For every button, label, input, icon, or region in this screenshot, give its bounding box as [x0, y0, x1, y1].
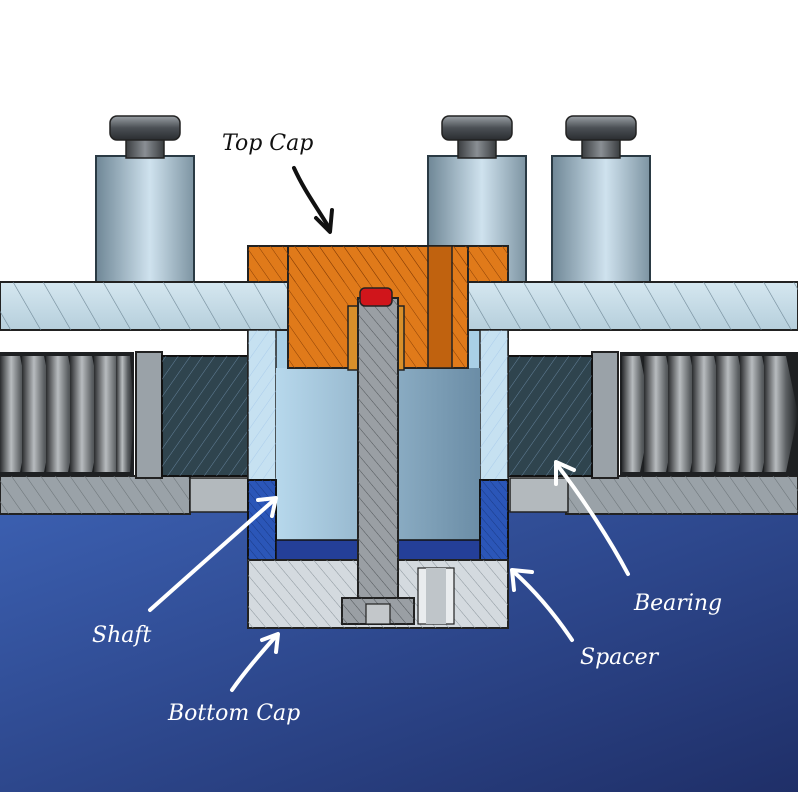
spacer-arrow-head — [510, 568, 534, 592]
label-spacer: Spacer — [580, 645, 660, 670]
bearing-arrow-head — [554, 460, 576, 486]
spring-stack-right — [620, 352, 798, 476]
bolt-tip-marker — [359, 287, 393, 307]
bottom-cap-arrow-head — [260, 632, 280, 654]
label-top-cap: Top Cap — [222, 131, 313, 156]
shaft-arrow-head — [256, 496, 278, 518]
top-cap-arrow — [292, 166, 330, 228]
label-bottom-cap: Bottom Cap — [167, 701, 300, 726]
spring-stack-left — [0, 352, 134, 476]
annotation-arrows — [148, 166, 630, 692]
bearing-arrow — [556, 464, 630, 576]
top-cap-arrow-head — [314, 208, 334, 234]
plate — [0, 281, 798, 331]
housing — [0, 351, 798, 515]
label-shaft: Shaft — [92, 623, 151, 648]
spacer-arrow — [512, 570, 574, 642]
shaft-arrow — [148, 498, 276, 612]
label-bearing: Bearing — [633, 591, 722, 616]
post-left — [95, 115, 195, 283]
post-right — [551, 115, 651, 283]
bottom-cap-arrow — [230, 634, 278, 692]
